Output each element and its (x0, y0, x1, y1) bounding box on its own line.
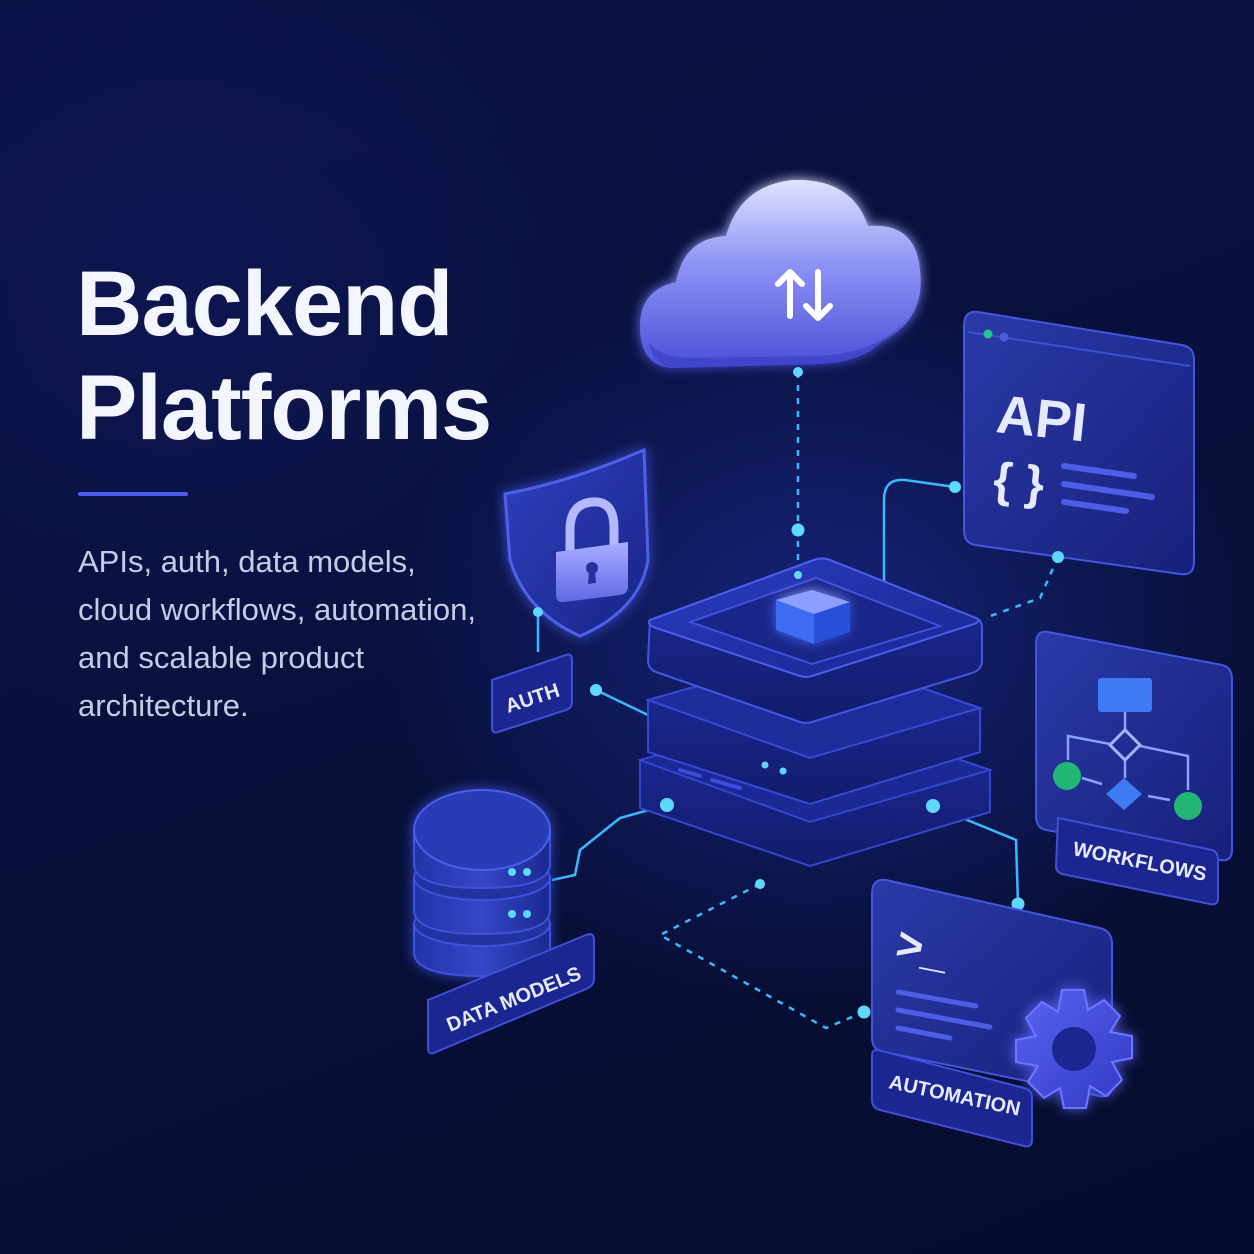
api-card-title: API (994, 384, 1090, 453)
server-stack (636, 523, 994, 868)
accent-divider (78, 492, 188, 496)
workflow-decision-node (1107, 727, 1143, 763)
api-port-lower (1052, 551, 1064, 563)
page-title: Backend Platforms (76, 252, 492, 460)
database-icon (413, 789, 551, 978)
auth-port (533, 607, 543, 617)
workflows-card (1035, 630, 1233, 862)
api-port (949, 481, 961, 493)
workflow-edges (1066, 712, 1190, 802)
lock-icon (556, 497, 628, 603)
connector-auth-server (536, 612, 651, 718)
connector-data-server (551, 803, 668, 882)
sync-arrows-icon (775, 269, 833, 321)
auth-badge: AUTH (491, 653, 573, 734)
api-card: API { } (963, 310, 1195, 576)
auth-link-port (590, 684, 602, 696)
workflow-task-node (1106, 778, 1142, 810)
connector-automation-loop (657, 882, 865, 1030)
braces-icon: { } (991, 453, 1047, 511)
window-dot-icon (999, 332, 1009, 342)
terminal-lines (895, 989, 993, 1041)
terminal-prompt-icon: >_ (892, 917, 954, 978)
cloud-icon (640, 179, 921, 368)
automation-loop-port (755, 879, 765, 889)
connector-api-server (882, 478, 956, 600)
server-top-port (791, 523, 805, 537)
workflows-badge: WORKFLOWS (1054, 816, 1219, 906)
code-lines (1061, 463, 1155, 514)
title-line-2: Platforms (76, 357, 492, 459)
cloud-port (793, 367, 803, 377)
cube-icon (776, 590, 850, 644)
workflows-port (1011, 897, 1025, 911)
connector-api-lower (984, 556, 1060, 620)
connectors (536, 372, 1060, 1030)
server-left-port (660, 798, 674, 812)
hero-description: APIs, auth, data models, cloud workflows… (78, 544, 477, 723)
workflow-start-node (1098, 678, 1152, 712)
workflow-end-node-left (1053, 762, 1081, 790)
server-right-port (926, 799, 940, 813)
gear-icon (1015, 989, 1133, 1109)
window-dot-icon (983, 329, 993, 339)
title-line-1: Backend (76, 253, 454, 355)
automation-port (857, 1005, 871, 1019)
workflow-end-node-right (1174, 792, 1202, 820)
